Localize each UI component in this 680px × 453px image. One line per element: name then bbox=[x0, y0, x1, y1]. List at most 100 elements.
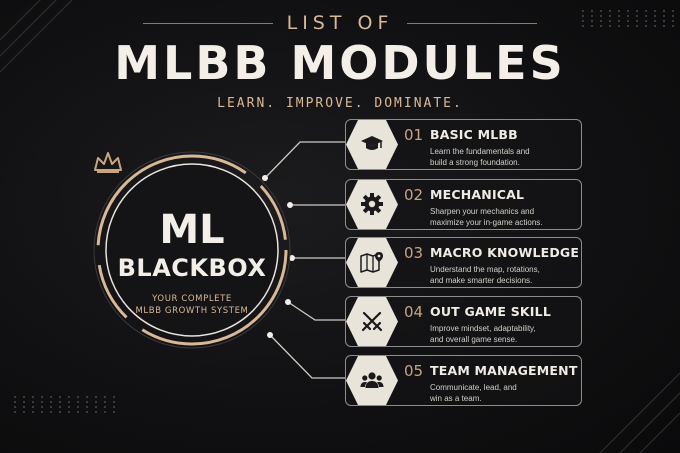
module-number: 05 bbox=[404, 362, 424, 380]
dot bbox=[618, 15, 620, 17]
module-desc-line: Sharpen your mechanics and bbox=[430, 207, 535, 216]
dot bbox=[23, 396, 25, 398]
module-description: Understand the map, rotations, and make … bbox=[430, 264, 578, 286]
module-card-team-management[interactable]: 05 TEAM MANAGEMENT Communicate, lead, an… bbox=[345, 355, 582, 406]
dot bbox=[41, 401, 43, 403]
dot bbox=[68, 411, 70, 413]
team-icon bbox=[360, 372, 384, 388]
dot bbox=[113, 411, 115, 413]
dot bbox=[609, 20, 611, 22]
module-desc-line: Communicate, lead, and bbox=[430, 383, 517, 392]
module-icon-hex bbox=[345, 179, 399, 230]
dot bbox=[627, 15, 629, 17]
dot bbox=[645, 25, 647, 27]
graduation-cap-icon bbox=[361, 136, 383, 150]
dot bbox=[32, 401, 34, 403]
dot bbox=[582, 20, 584, 22]
dot bbox=[609, 10, 611, 12]
dot bbox=[591, 20, 593, 22]
dot bbox=[68, 406, 70, 408]
dot bbox=[591, 10, 593, 12]
module-title: MECHANICAL bbox=[430, 187, 525, 202]
dot bbox=[41, 411, 43, 413]
dot bbox=[50, 401, 52, 403]
ml-blackbox-badge: ML BLACKBOX YOUR COMPLETE MLBB GROWTH SY… bbox=[92, 150, 292, 350]
dot bbox=[663, 20, 665, 22]
dot bbox=[672, 15, 674, 17]
module-description: Communicate, lead, and win as a team. bbox=[430, 382, 578, 404]
module-description: Learn the fundamentals and build a stron… bbox=[430, 146, 578, 168]
dot bbox=[591, 15, 593, 17]
dot bbox=[50, 406, 52, 408]
dot bbox=[636, 10, 638, 12]
module-number: 04 bbox=[404, 303, 424, 321]
module-icon-hex bbox=[345, 119, 399, 170]
module-desc-line: and overall game sense. bbox=[430, 335, 518, 344]
dot bbox=[582, 10, 584, 12]
module-number: 03 bbox=[404, 244, 424, 262]
badge-subtitle-line2: MLBB GROWTH SYSTEM bbox=[135, 306, 249, 316]
dot bbox=[663, 10, 665, 12]
module-description: Improve mindset, adaptability, and overa… bbox=[430, 323, 578, 345]
list-of-heading: LIST OF bbox=[0, 12, 680, 34]
dot bbox=[600, 10, 602, 12]
dot bbox=[636, 15, 638, 17]
dot bbox=[663, 15, 665, 17]
dot bbox=[14, 411, 16, 413]
gear-icon bbox=[361, 193, 383, 215]
dot bbox=[77, 401, 79, 403]
dot-grid-bottom-left bbox=[14, 396, 119, 413]
dot bbox=[95, 401, 97, 403]
dot bbox=[582, 25, 584, 27]
module-card-out-game-skill[interactable]: 04 OUT GAME SKILL Improve mindset, adapt… bbox=[345, 296, 582, 347]
dot bbox=[600, 25, 602, 27]
map-pin-icon bbox=[360, 252, 383, 273]
dot bbox=[672, 25, 674, 27]
dot bbox=[663, 25, 665, 27]
module-desc-line: Learn the fundamentals and bbox=[430, 147, 530, 156]
list-of-text: LIST OF bbox=[286, 12, 394, 34]
dot bbox=[77, 396, 79, 398]
module-title: TEAM MANAGEMENT bbox=[430, 363, 578, 378]
dot bbox=[95, 406, 97, 408]
dot bbox=[609, 15, 611, 17]
dot bbox=[23, 406, 25, 408]
module-desc-line: Understand the map, rotations, bbox=[430, 265, 540, 274]
dot bbox=[645, 20, 647, 22]
module-title: MACRO KNOWLEDGE bbox=[430, 245, 580, 260]
dot bbox=[32, 396, 34, 398]
module-card-mechanical[interactable]: 02 MECHANICAL Sharpen your mechanics and… bbox=[345, 179, 582, 230]
dot bbox=[95, 396, 97, 398]
divider-left bbox=[142, 22, 273, 24]
dot bbox=[95, 411, 97, 413]
dot bbox=[645, 10, 647, 12]
tagline: LEARN. IMPROVE. DOMINATE. bbox=[217, 96, 463, 111]
dot bbox=[50, 396, 52, 398]
dot bbox=[41, 396, 43, 398]
badge-blackbox-text: BLACKBOX bbox=[117, 254, 267, 282]
module-desc-line: and make smarter decisions. bbox=[430, 276, 533, 285]
module-desc-line: maximize your in-game actions. bbox=[430, 218, 543, 227]
module-icon-hex bbox=[345, 237, 399, 288]
dot bbox=[113, 406, 115, 408]
dot bbox=[86, 396, 88, 398]
dot bbox=[618, 10, 620, 12]
module-number: 01 bbox=[404, 126, 424, 144]
dot bbox=[600, 15, 602, 17]
dot bbox=[59, 401, 61, 403]
module-number: 02 bbox=[404, 186, 424, 204]
module-title: BASIC MLBB bbox=[430, 127, 518, 142]
dot bbox=[50, 411, 52, 413]
module-desc-line: win as a team. bbox=[430, 394, 482, 403]
module-card-macro-knowledge[interactable]: 03 MACRO KNOWLEDGE Understand the map, r… bbox=[345, 237, 582, 288]
dot bbox=[59, 411, 61, 413]
dot bbox=[618, 25, 620, 27]
module-card-basic-mlbb[interactable]: 01 BASIC MLBB Learn the fundamentals and… bbox=[345, 119, 582, 170]
dot bbox=[23, 401, 25, 403]
badge-subtitle-line1: YOUR COMPLETE bbox=[152, 294, 232, 304]
module-icon-hex bbox=[345, 296, 399, 347]
module-desc-line: build a strong foundation. bbox=[430, 158, 520, 167]
dot bbox=[600, 20, 602, 22]
dot bbox=[636, 25, 638, 27]
dot bbox=[86, 406, 88, 408]
